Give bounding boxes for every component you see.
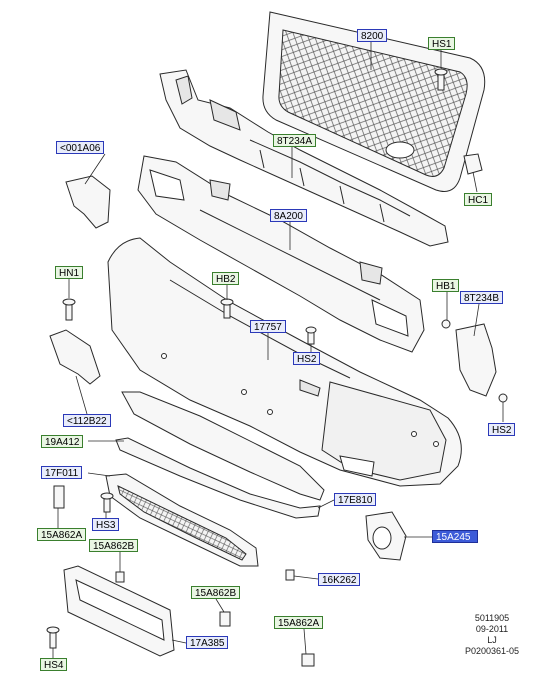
reference-model: LJ bbox=[487, 635, 497, 645]
callout-hn1[interactable]: HN1 bbox=[55, 266, 84, 279]
upper-bracket-part bbox=[159, 69, 449, 247]
bumper-cover-part bbox=[107, 237, 462, 487]
callout-15a862a-bottom[interactable]: 15A862A bbox=[274, 616, 324, 629]
callout-hb2[interactable]: HB2 bbox=[212, 272, 240, 285]
callout-17f011[interactable]: 17F011 bbox=[41, 466, 83, 479]
callout-hs1[interactable]: HS1 bbox=[428, 37, 456, 50]
callout-15a862a-left[interactable]: 15A862A bbox=[37, 528, 87, 541]
callout-8t234a[interactable]: 8T234A bbox=[273, 134, 317, 147]
left-upper-bracket-part bbox=[65, 175, 111, 229]
callout-hs2-right[interactable]: HS2 bbox=[488, 423, 516, 436]
clip-hc1-part bbox=[463, 153, 483, 175]
lower-strip-part bbox=[115, 437, 321, 519]
callout-19a412[interactable]: 19A412 bbox=[41, 435, 84, 448]
callout-8200[interactable]: 8200 bbox=[357, 29, 388, 42]
callout-15a245[interactable]: 15A245 bbox=[432, 530, 478, 543]
reinforcement-beam-part bbox=[137, 155, 425, 353]
lower-trim-part bbox=[121, 391, 325, 501]
license-plate-bracket-part bbox=[63, 565, 175, 657]
callout-hs3[interactable]: HS3 bbox=[92, 518, 120, 531]
callout-17757[interactable]: 17757 bbox=[250, 320, 286, 333]
reference-code: P0200361-05 bbox=[464, 646, 520, 656]
callout-hc1[interactable]: HC1 bbox=[464, 193, 493, 206]
callout-hb1[interactable]: HB1 bbox=[432, 279, 460, 292]
diagram-reference: 5011905 09-2011 LJ P0200361-05 bbox=[452, 613, 532, 657]
fog-lamp-bezel-part bbox=[365, 511, 407, 561]
callout-hs2-center[interactable]: HS2 bbox=[293, 352, 321, 365]
callout-15a862b-bottom[interactable]: 15A862B bbox=[191, 586, 241, 599]
right-bracket-part bbox=[455, 323, 497, 397]
callout-8a200[interactable]: 8A200 bbox=[270, 209, 307, 222]
left-lower-bracket-part bbox=[49, 329, 101, 385]
callout-8t234b[interactable]: 8T234B bbox=[460, 291, 504, 304]
grille-part bbox=[262, 11, 486, 192]
callout-112b22[interactable]: <112B22 bbox=[63, 414, 111, 427]
lower-grille-part bbox=[105, 473, 259, 567]
callout-15a862b-left[interactable]: 15A862B bbox=[89, 539, 139, 552]
leader-lines bbox=[52, 42, 504, 658]
callout-17a385[interactable]: 17A385 bbox=[186, 636, 229, 649]
callout-001a06[interactable]: <001A06 bbox=[56, 141, 105, 154]
fasteners bbox=[46, 68, 508, 667]
reference-number: 5011905 bbox=[474, 613, 510, 623]
callout-17e810[interactable]: 17E810 bbox=[334, 493, 377, 506]
callout-hs4[interactable]: HS4 bbox=[40, 658, 68, 671]
reference-date: 09-2011 bbox=[475, 624, 509, 634]
callout-16k262[interactable]: 16K262 bbox=[318, 573, 361, 586]
